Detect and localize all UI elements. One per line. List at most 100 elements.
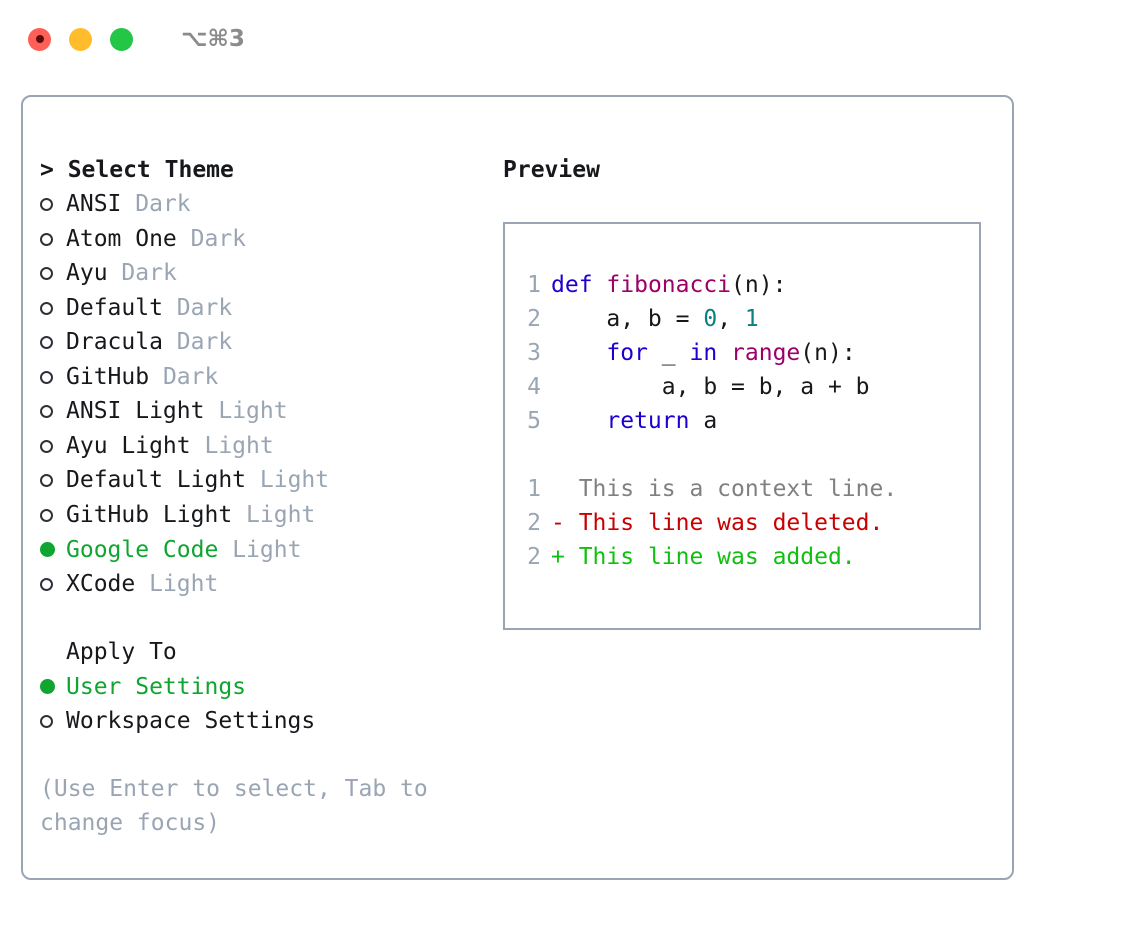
radio-unselected-icon[interactable]: [40, 704, 66, 738]
code-token-num: 0: [703, 306, 718, 332]
diff-sample: 1 This is a context line.2- This line wa…: [505, 472, 979, 574]
theme-name-label: ANSI: [66, 191, 122, 217]
code-token-fn: fibonacci: [606, 272, 732, 298]
apply-to-header: Apply To: [66, 639, 177, 665]
theme-variant-tag: Light: [218, 398, 288, 424]
diff-marker: -: [551, 510, 579, 536]
code-diff-gap: [505, 438, 979, 472]
code-token-plain: (n):: [731, 272, 787, 298]
theme-list-item[interactable]: Google Code Light: [40, 532, 480, 567]
radio-unselected-icon[interactable]: [40, 464, 66, 498]
diff-line-number: 2: [527, 510, 541, 536]
label-spacer: [163, 325, 177, 359]
radio-ring-icon: [40, 232, 53, 246]
theme-list-item[interactable]: GitHub Dark: [40, 360, 480, 395]
radio-ring-icon: [40, 405, 53, 418]
code-token-num: 1: [744, 306, 759, 332]
select-theme-header: > Select Theme: [40, 157, 234, 183]
theme-variant-tag: Light: [204, 432, 274, 459]
label-spacer: [121, 187, 135, 221]
theme-name-label: XCode: [66, 570, 136, 597]
theme-variant-tag: Dark: [162, 363, 219, 390]
radio-unselected-icon[interactable]: [40, 567, 66, 601]
code-line-text: a, b = 0, 1: [551, 302, 759, 336]
theme-list-item[interactable]: Dracula Dark: [40, 325, 480, 360]
apply-to-label: User Settings: [66, 673, 247, 700]
preview-title: Preview: [503, 157, 600, 183]
radio-ring-icon: [40, 301, 53, 315]
code-token-plain: [551, 408, 606, 434]
code-token-plain: (n):: [800, 340, 856, 366]
theme-variant-tag: Dark: [176, 294, 233, 321]
theme-list-item[interactable]: Default Light Light: [40, 463, 480, 498]
code-line-number: 5: [527, 408, 541, 434]
label-spacer: [218, 533, 232, 567]
zoom-button-icon[interactable]: [110, 27, 133, 51]
code-token-plain: [551, 340, 606, 366]
theme-list-item[interactable]: ANSI Light Light: [40, 394, 480, 429]
minimize-button-icon[interactable]: [69, 27, 92, 51]
theme-variant-tag: Light: [149, 570, 219, 597]
radio-selected-icon[interactable]: [40, 532, 66, 566]
radio-unselected-icon[interactable]: [40, 498, 66, 532]
diff-text: This is a context line.: [578, 476, 898, 502]
theme-list-item[interactable]: Ayu Light Light: [40, 429, 480, 464]
code-token-kw: return: [606, 408, 690, 434]
radio-unselected-icon[interactable]: [40, 257, 66, 291]
theme-name-label: Google Code: [66, 536, 219, 563]
theme-name-label: Default Light: [66, 467, 247, 493]
radio-ring-icon: [40, 508, 53, 522]
radio-ring-icon: [40, 714, 53, 728]
theme-list-item[interactable]: Atom One Dark: [40, 222, 480, 257]
theme-name-label: Dracula: [66, 329, 163, 355]
radio-unselected-icon[interactable]: [40, 429, 66, 463]
theme-list-item[interactable]: GitHub Light Light: [40, 498, 480, 533]
code-token-plain: [593, 272, 607, 298]
apply-to-item[interactable]: User Settings: [40, 669, 480, 704]
theme-variant-tag: Light: [246, 501, 316, 528]
radio-dot-icon: [40, 541, 55, 557]
radio-ring-icon: [40, 370, 53, 384]
radio-ring-icon: [40, 439, 53, 453]
theme-name-label: ANSI Light: [66, 398, 205, 424]
radio-ring-icon: [40, 474, 53, 487]
theme-variant-tag: Dark: [135, 191, 191, 217]
radio-unselected-icon[interactable]: [40, 360, 66, 394]
theme-list-item[interactable]: Default Dark: [40, 291, 480, 326]
code-line-number: 1: [527, 272, 541, 298]
diff-line-text-del: - This line was deleted.: [551, 506, 883, 540]
theme-list-item[interactable]: XCode Light: [40, 567, 480, 602]
radio-unselected-icon[interactable]: [40, 291, 66, 325]
radio-unselected-icon[interactable]: [40, 222, 66, 256]
radio-unselected-icon[interactable]: [40, 395, 66, 429]
code-token-kw: def: [551, 272, 593, 298]
keyboard-hint-text: (Use Enter to select, Tab to change focu…: [40, 776, 428, 836]
diff-line-number: 1: [527, 476, 541, 502]
radio-unselected-icon[interactable]: [40, 326, 66, 360]
radio-selected-icon[interactable]: [40, 669, 66, 703]
code-token-plain: [717, 340, 731, 366]
code-line: 2 a, b = 0, 1: [505, 302, 979, 336]
theme-list-item[interactable]: ANSI Dark: [40, 187, 480, 222]
code-token-plain: _: [647, 340, 690, 366]
code-line: 1 def fibonacci(n):: [505, 268, 979, 302]
code-line-number: 4: [527, 374, 541, 400]
theme-list-item[interactable]: Ayu Dark: [40, 256, 480, 291]
theme-variant-tag: Dark: [121, 260, 177, 286]
title-bar: ⌥⌘3: [0, 0, 1140, 78]
code-line: 5 return a: [505, 404, 979, 438]
apply-to-item[interactable]: Workspace Settings: [40, 704, 480, 739]
close-button-icon[interactable]: [28, 27, 51, 51]
theme-variant-tag: Light: [259, 467, 330, 493]
code-token-plain: a: [689, 408, 718, 434]
label-spacer: [246, 463, 260, 497]
diff-text: This line was deleted.: [578, 510, 884, 536]
radio-ring-icon: [40, 198, 53, 211]
radio-unselected-icon[interactable]: [40, 188, 66, 222]
label-spacer: [177, 222, 191, 256]
diff-marker: [551, 476, 579, 502]
label-spacer: [232, 498, 246, 532]
diff-marker: +: [551, 544, 579, 570]
